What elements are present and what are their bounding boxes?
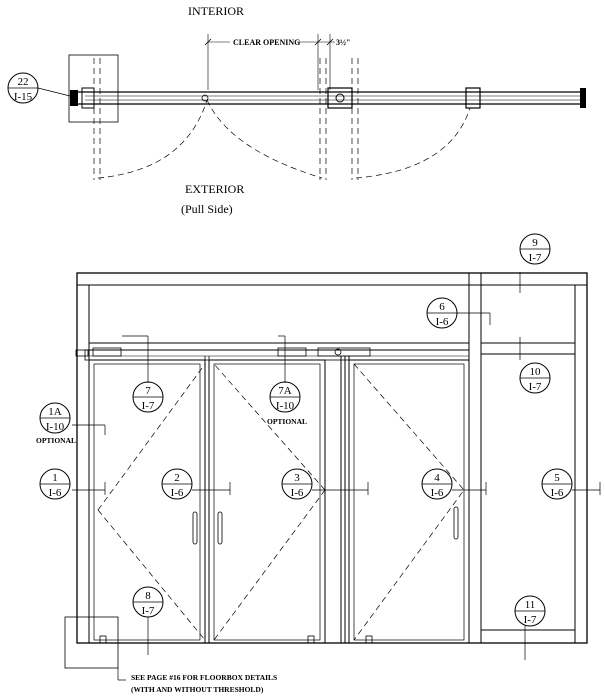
door-leaves	[88, 356, 470, 644]
detail-tag-sheet: I-7	[529, 252, 542, 264]
detail-tag-5: 5 I-6	[541, 468, 573, 500]
detail-tag-sheet: I-7	[529, 381, 542, 393]
detail-tag-7: 7 I-7	[132, 381, 164, 413]
detail-tag-sheet: I-6	[551, 487, 564, 499]
detail-tag-1: 1 I-6	[39, 468, 71, 500]
detail-tag-sheet: I-7	[142, 400, 155, 412]
detail-tag-sheet: I-6	[171, 487, 184, 499]
outer-frame	[76, 272, 588, 644]
detail-tag-11: 11 I-7	[514, 595, 546, 627]
interior-label: INTERIOR	[188, 4, 244, 18]
door-pull-2	[217, 511, 223, 545]
wall-section-box	[68, 54, 119, 123]
optional-label-7a: OPTIONAL	[267, 417, 307, 426]
detail-tag-number: 11	[525, 599, 536, 611]
pull-side-label: (Pull Side)	[181, 202, 233, 216]
detail-tag-3: 3 I-6	[281, 468, 313, 500]
detail-tag-4: 4 I-6	[421, 468, 453, 500]
optional-label-1a: OPTIONAL	[36, 436, 76, 445]
detail-tag-number: 2	[174, 472, 180, 484]
detail-tag-10: 10 I-7	[519, 362, 551, 394]
detail-tag-number: 1	[52, 472, 58, 484]
swing-indicators	[97, 363, 465, 641]
section-tag-22: 22 I-15	[7, 72, 79, 104]
detail-tag-number: 9	[532, 237, 538, 249]
detail-tag-number: 1A	[48, 406, 62, 418]
detail-tag-2: 2 I-6	[161, 468, 193, 500]
detail-tag-8: 8 I-7	[132, 586, 164, 618]
detail-tag-9: 9 I-7	[519, 233, 551, 265]
section-tag-number: 22	[18, 76, 29, 88]
floorbox-note-line2: (WITH AND WITHOUT THRESHOLD)	[131, 685, 264, 694]
detail-tag-7a: 7A I-10 OPTIONAL	[267, 381, 307, 426]
detail-tag-number: 3	[294, 472, 300, 484]
detail-tag-sheet: I-10	[276, 400, 295, 412]
detail-tag-number: 7	[145, 385, 151, 397]
offset-dimension: 3½"	[336, 38, 350, 47]
section-tag-sheet: I-15	[14, 91, 33, 103]
leader-lines	[72, 272, 601, 660]
clear-opening-dimension: CLEAR OPENING 3½"	[204, 34, 350, 90]
detail-tag-sheet: I-7	[524, 614, 537, 626]
detail-tag-number: 10	[530, 366, 542, 378]
detail-tag-number: 4	[434, 472, 440, 484]
detail-tag-sheet: I-7	[142, 605, 155, 617]
detail-tag-sheet: I-6	[291, 487, 304, 499]
detail-tag-6: 6 I-6	[426, 297, 458, 329]
detail-tag-sheet: I-6	[436, 316, 449, 328]
elevation-view: SEE PAGE #16 FOR FLOORBOX DETAILS (WITH …	[36, 233, 601, 694]
detail-tag-sheet: I-10	[46, 421, 65, 433]
detail-tag-number: 8	[145, 590, 151, 602]
detail-tag-1a: 1A I-10 OPTIONAL	[36, 402, 76, 445]
floorbox-callout: SEE PAGE #16 FOR FLOORBOX DETAILS (WITH …	[64, 616, 277, 694]
detail-tag-sheet: I-6	[49, 487, 62, 499]
detail-tag-number: 6	[439, 301, 445, 313]
plan-view: INTERIOR CLEAR OPENING 3½"	[7, 4, 586, 216]
clear-opening-label: CLEAR OPENING	[233, 38, 300, 47]
left-wall-hatch	[70, 90, 78, 106]
exterior-label: EXTERIOR	[185, 182, 244, 196]
right-wall-hatch	[580, 88, 586, 108]
detail-tag-number: 7A	[278, 385, 292, 397]
door-pull-1	[192, 511, 198, 545]
floorbox-note-line1: SEE PAGE #16 FOR FLOORBOX DETAILS	[131, 673, 277, 682]
door-pull-3	[453, 506, 459, 540]
detail-tag-sheet: I-6	[431, 487, 444, 499]
detail-tag-number: 5	[554, 472, 560, 484]
